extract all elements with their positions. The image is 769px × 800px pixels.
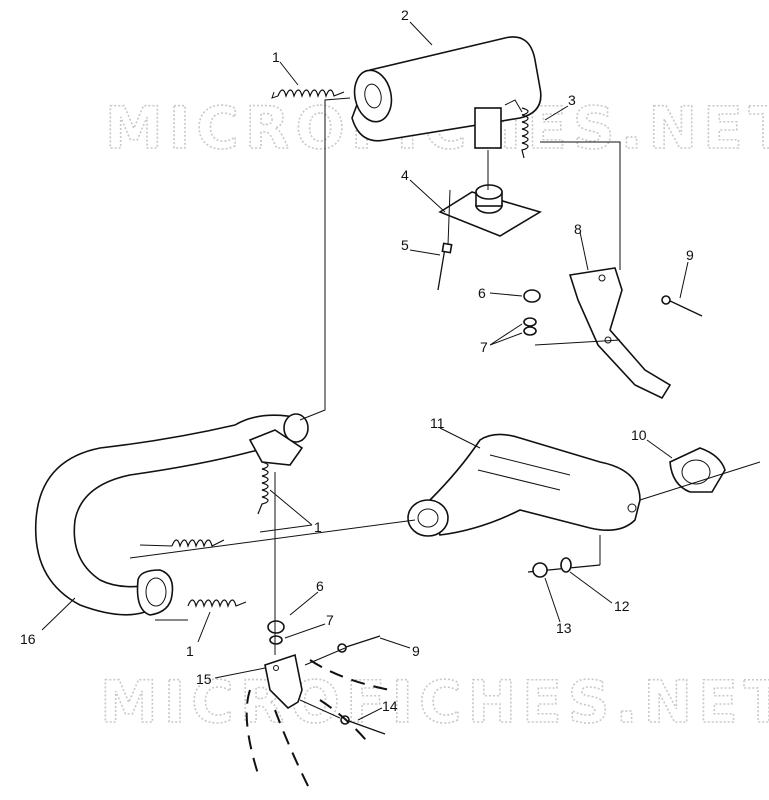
label-part-6-bottom: 6 xyxy=(316,578,324,594)
label-part-1-middle: 1 xyxy=(314,519,322,535)
label-part-12: 12 xyxy=(614,598,630,614)
label-part-2: 2 xyxy=(401,7,409,23)
label-part-8: 8 xyxy=(574,221,582,237)
label-part-13: 13 xyxy=(556,620,572,636)
manifold-gasket xyxy=(669,447,726,493)
label-part-3: 3 xyxy=(568,92,576,108)
label-part-6-top: 6 xyxy=(478,285,486,301)
muffler-mount-plate xyxy=(438,184,542,237)
label-part-9-top: 9 xyxy=(686,247,694,263)
label-part-10: 10 xyxy=(631,427,647,443)
label-part-1-bottom: 1 xyxy=(186,643,194,659)
spring-pipe-vertical xyxy=(257,461,269,515)
exhaust-manifold xyxy=(407,433,641,537)
spring-muffler-right xyxy=(521,107,529,159)
label-part-14: 14 xyxy=(382,698,398,714)
frame-outline-dashed xyxy=(245,659,391,791)
exhaust-pipe xyxy=(34,413,309,616)
bolt-9-bottom xyxy=(337,635,381,653)
leader-lines xyxy=(129,97,761,719)
bolt-5 xyxy=(437,242,453,291)
spring-pipe-middle xyxy=(171,539,225,549)
spring-top xyxy=(271,89,345,99)
spring-pipe-bottom xyxy=(187,599,247,609)
label-part-16: 16 xyxy=(20,631,36,647)
lower-bracket xyxy=(264,620,303,710)
nut-washer xyxy=(527,557,601,578)
label-part-4: 4 xyxy=(401,167,409,183)
grommet-washers-top xyxy=(523,289,541,336)
label-part-7-bottom: 7 xyxy=(326,612,334,628)
bolt-9-top xyxy=(661,295,703,317)
label-part-9-bottom: 9 xyxy=(412,643,420,659)
label-part-15: 15 xyxy=(196,671,212,687)
muffler xyxy=(351,36,542,149)
muffler-bracket xyxy=(568,267,672,400)
watermark-bottom: MICROFICHES.NET xyxy=(100,668,769,736)
label-part-5: 5 xyxy=(401,237,409,253)
label-part-11: 11 xyxy=(430,415,445,431)
label-part-7-top: 7 xyxy=(480,339,488,355)
label-part-1-top: 1 xyxy=(272,49,280,65)
callout-pointers xyxy=(41,21,689,721)
